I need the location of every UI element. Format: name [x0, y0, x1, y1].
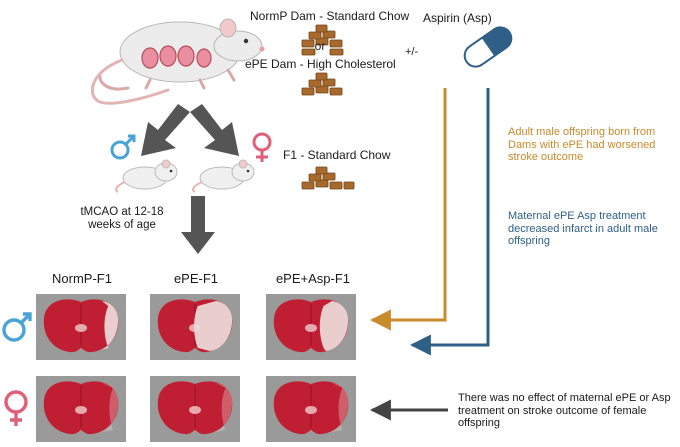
- dam-label-epe: ePE Dam - High Cholesterol: [245, 57, 396, 71]
- infarct-region: [326, 383, 349, 433]
- column-header-epe: ePE-F1: [173, 271, 219, 286]
- tmcao-label: tMCAO at 12-18 weeks of age: [80, 206, 164, 232]
- infarct-region: [319, 301, 349, 351]
- finding-orange: Adult male offspring born from Dams with…: [508, 126, 656, 164]
- chow-icon: [301, 166, 355, 190]
- infarct-region: [96, 301, 119, 351]
- pup-icon: [192, 159, 255, 193]
- brain-panel-male-3: [266, 294, 356, 360]
- infarct-region: [194, 301, 233, 351]
- dam-label-normp: NormP Dam - Standard Chow: [250, 9, 410, 23]
- chow-icon: [301, 24, 344, 56]
- brain-panel-male-1: [36, 294, 126, 360]
- blue-arrow: [409, 88, 490, 356]
- brain-panel-female-2: [150, 376, 240, 442]
- pup-icon: [115, 159, 178, 193]
- brain-ventricle: [305, 324, 317, 332]
- brain-panel-female-1: [36, 376, 126, 442]
- capsule-icon: [463, 26, 513, 68]
- arrow-to-male-pup: [141, 104, 190, 156]
- rat-icon: [90, 18, 265, 105]
- finding-black: There was no effect of maternal ePE or A…: [458, 392, 671, 430]
- aspirin-label: Aspirin (Asp): [423, 11, 492, 25]
- arrow-to-female-pup: [190, 104, 239, 156]
- plus-minus-label: +/-: [405, 46, 419, 58]
- male-symbol-icon: [2, 312, 32, 342]
- f1-label: F1 - Standard Chow: [283, 148, 391, 162]
- dam-to-pups-arrows: [141, 104, 239, 254]
- or-label: or: [314, 39, 326, 53]
- column-header-normp: NormP-F1: [52, 271, 112, 286]
- brain-ventricle: [75, 324, 87, 332]
- brain-panel-female-3: [266, 376, 356, 442]
- female-symbol-icon: [4, 390, 28, 426]
- orange-arrow: [369, 88, 447, 331]
- infarct-region: [210, 383, 233, 433]
- column-header-epe-asp: ePE+Asp-F1: [275, 271, 351, 286]
- chow-icon: [301, 72, 343, 96]
- female-symbol-icon: [252, 132, 272, 162]
- brain-ventricle: [305, 406, 317, 414]
- arrow-to-stroke: [181, 196, 215, 254]
- brain-ventricle: [189, 406, 201, 414]
- male-symbol-icon: [110, 134, 136, 160]
- brain-panel-male-2: [150, 294, 240, 360]
- infarct-region: [96, 383, 119, 433]
- brain-ventricle: [75, 406, 87, 414]
- finding-blue: Maternal ePE Asp treatment decreased inf…: [508, 210, 658, 248]
